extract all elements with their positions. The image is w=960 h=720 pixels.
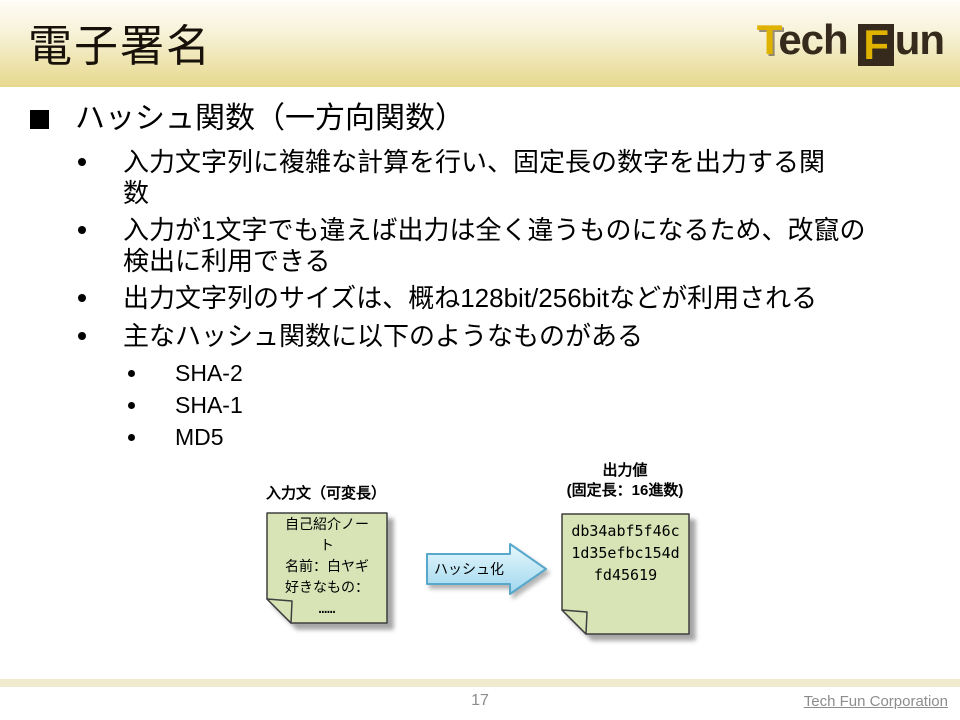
page-title: 電子署名 <box>28 22 212 71</box>
bullet-icon <box>128 434 135 441</box>
arrow-label: ハッシュ化 <box>434 562 504 578</box>
bullet-item: 入力文字列に複雑な計算を行い、固定長の数字を出力する関 数 <box>78 147 825 209</box>
input-note: 自己紹介ノー ト 名前：白ヤギ 好きなもの： …… <box>266 512 388 624</box>
sub-bullet-item: SHA-2 <box>128 358 243 388</box>
logo-text-un: un <box>894 16 945 63</box>
input-note-label: 入力文（可変長） <box>265 485 386 502</box>
output-note-text: db34abf5f46c 1d35efbc154d fd45619 <box>571 522 680 584</box>
bullet-text: 主なハッシュ関数に以下のようなものがある <box>123 321 644 351</box>
bullet-icon <box>78 226 86 234</box>
page-number: 17 <box>471 692 489 709</box>
bullet-item: 入力が1文字でも違えば出力は全く違うものになるため、改竄の 検出に利用できる <box>78 215 865 277</box>
bullet-icon <box>128 402 135 409</box>
footer-bar <box>0 679 960 687</box>
document-note-icon <box>561 513 690 635</box>
sub-bullet-text: SHA-2 <box>175 360 243 386</box>
bullet-icon <box>78 158 86 166</box>
square-bullet-icon <box>30 110 49 129</box>
bullet-item: 主なハッシュ関数に以下のようなものがある <box>78 321 643 352</box>
sub-bullet-text: SHA-1 <box>175 392 243 418</box>
bullet-icon <box>78 294 86 302</box>
output-note-label-line2: (固定長：16進数) <box>566 482 684 499</box>
bullet-text: 入力文字列に複雑な計算を行い、固定長の数字を出力する関 数 <box>123 147 826 208</box>
bullet-icon <box>128 370 135 377</box>
logo-text-ech: ech <box>778 16 848 63</box>
logo-letter-t: T <box>756 16 780 63</box>
logo-letter-f: F <box>863 21 889 68</box>
sub-bullet-item: MD5 <box>128 422 224 452</box>
section-heading-label: ハッシュ関数（一方向関数） <box>75 102 465 135</box>
output-note-label-line1: 出力値 <box>602 462 648 479</box>
sub-bullet-item: SHA-1 <box>128 390 243 420</box>
logo-f-block-icon: F <box>857 21 894 68</box>
bullet-text: 出力文字列のサイズは、概ね128bit/256bitなどが利用される <box>123 283 818 313</box>
document-note-icon <box>266 512 388 624</box>
bullet-item: 出力文字列のサイズは、概ね128bit/256bitなどが利用される <box>78 283 817 314</box>
bullet-icon <box>78 332 86 340</box>
company-link[interactable]: Tech Fun Corporation <box>803 693 948 710</box>
input-note-text: 自己紹介ノー ト 名前：白ヤギ 好きなもの： …… <box>285 517 369 617</box>
bullet-text: 入力が1文字でも違えば出力は全く違うものになるため、改竄の 検出に利用できる <box>123 215 866 276</box>
section-heading: ハッシュ関数（一方向関数） <box>30 100 465 138</box>
output-note: db34abf5f46c 1d35efbc154d fd45619 <box>561 513 690 635</box>
right-arrow-icon <box>426 543 547 595</box>
hash-arrow: ハッシュ化 <box>426 543 548 599</box>
sub-bullet-text: MD5 <box>175 424 224 450</box>
